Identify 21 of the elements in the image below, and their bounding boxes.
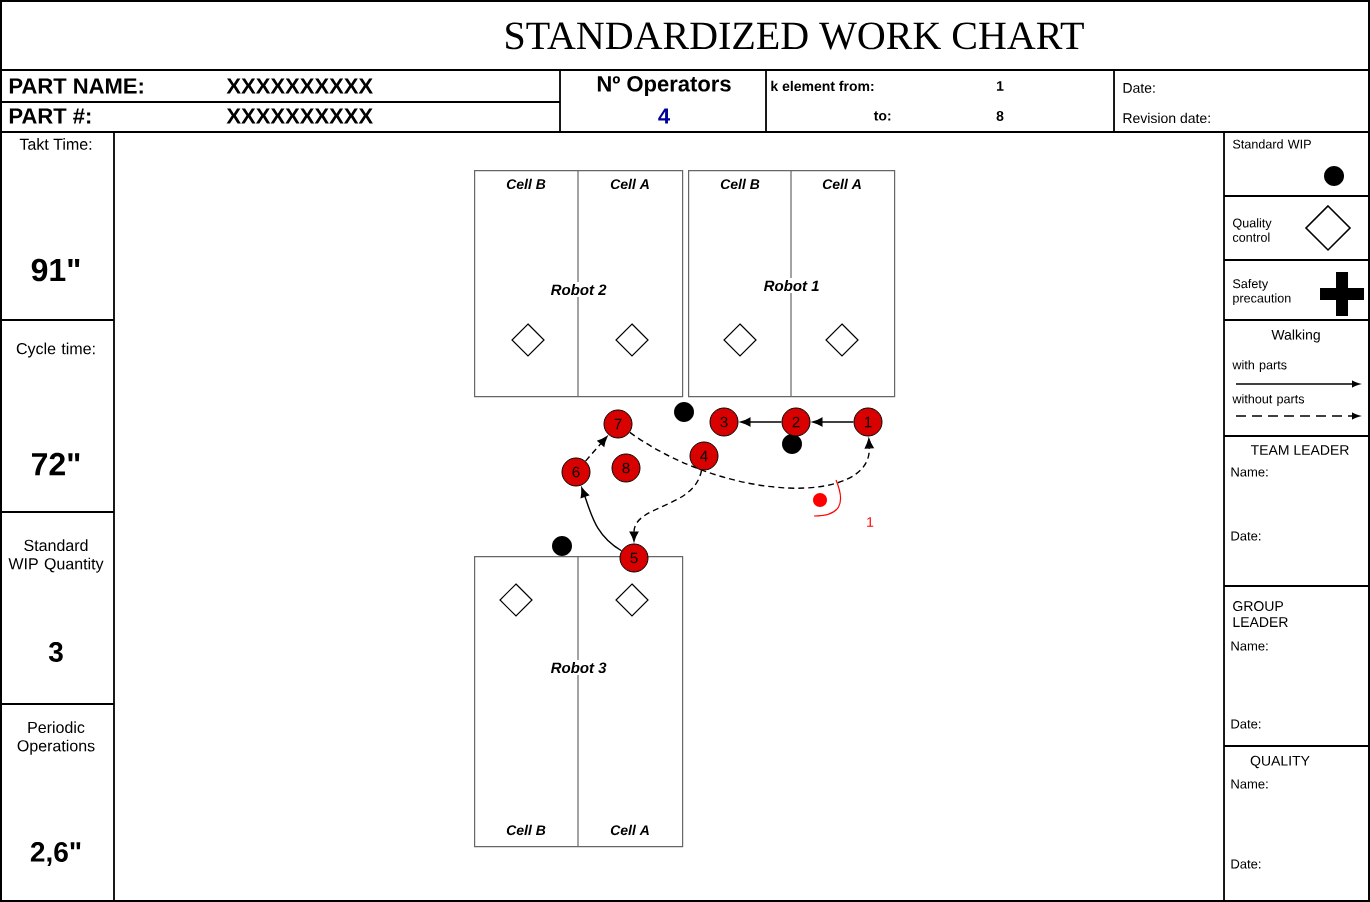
walking-arrow <box>584 436 608 462</box>
field-value: 72" <box>32 452 80 476</box>
column-heading: Nº Operators <box>597 76 731 96</box>
field-value: 2,6" <box>30 842 81 866</box>
field-value: 4 <box>658 108 670 124</box>
field-value: XXXXXXXXXX <box>226 78 373 94</box>
field-value: 91" <box>31 258 80 282</box>
walking-arrow <box>740 417 783 427</box>
field-label: Standard WIP Quantity <box>8 539 104 573</box>
walking-arrow <box>629 469 703 542</box>
field-label: Periodic Operations <box>17 721 95 755</box>
field-label: Cycle time: <box>16 342 95 358</box>
title: STANDARDIZED WORK CHART <box>506 22 1084 50</box>
field-value: XXXXXXXXXX <box>226 108 373 124</box>
field-label: PART NAME: <box>9 78 143 94</box>
walking-arrow <box>812 417 855 427</box>
field-label: PART #: <box>9 108 91 124</box>
field-label: Takt Time: <box>19 138 92 150</box>
walking-arrow <box>629 431 874 489</box>
field-value: 3 <box>48 642 63 662</box>
walking-arrow <box>580 487 623 552</box>
